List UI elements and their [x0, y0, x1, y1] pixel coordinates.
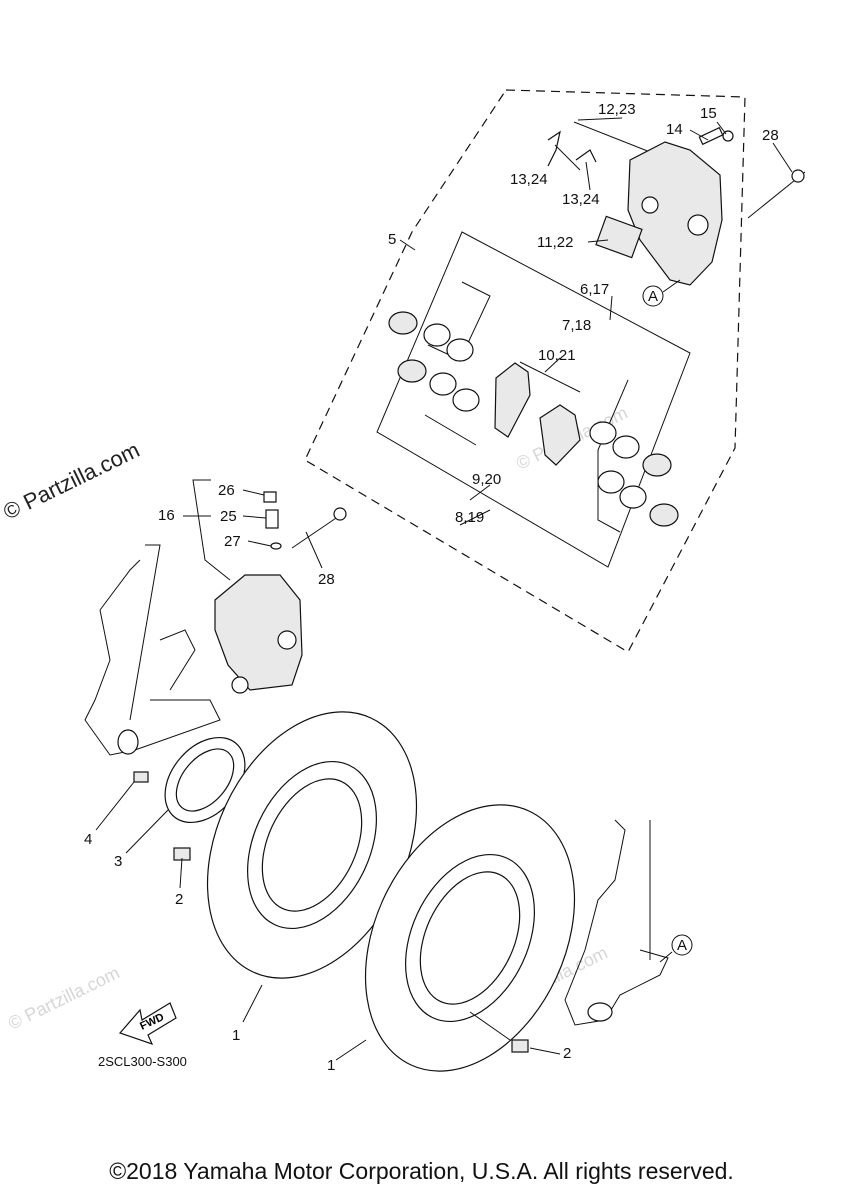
brake-disc-right: [364, 804, 576, 1072]
ref-marker-a-upper: A: [642, 279, 681, 307]
piston-group-left: [388, 311, 480, 412]
bolts: [133, 771, 529, 1053]
copyright-footer: ©2018 Yamaha Motor Corporation, U.S.A. A…: [109, 1158, 734, 1184]
diagram-code: 2SCL300-S300: [98, 1054, 187, 1069]
callout-14: 14: [666, 121, 683, 138]
callout-2-left: 2: [175, 891, 183, 908]
callout-11-22: 11,22: [537, 234, 573, 251]
ref-marker-a-lower: A: [659, 934, 693, 963]
seal-kit-box: [376, 231, 691, 568]
callout-25: 25: [220, 508, 237, 525]
callout-4: 4: [84, 831, 92, 848]
brake-pads: [494, 362, 581, 466]
fwd-arrow-icon: FWD: [118, 1002, 177, 1046]
callout-26: 26: [218, 482, 235, 499]
callout-5: 5: [388, 231, 396, 248]
callout-9-20: 9,20: [472, 471, 501, 488]
bracket-6-17: [427, 281, 491, 361]
sensor-rotor: [164, 736, 246, 824]
fork-left: [84, 544, 221, 756]
bracket-pad: [519, 361, 581, 393]
watermark-main: © Partzilla.com: [0, 437, 143, 524]
fork-right: [564, 819, 669, 1026]
callout-16: 16: [158, 507, 175, 524]
leader-lines: [95, 117, 793, 1061]
callout-6-17: 6,17: [580, 281, 609, 298]
svg-text:A: A: [677, 937, 687, 954]
callout-1-right: 1: [327, 1057, 335, 1074]
callout-13-24-a: 13,24: [510, 171, 548, 188]
bracket-8-19: [424, 414, 477, 446]
callout-28-lower: 28: [318, 571, 335, 588]
callout-labels: 12,23 15 14 28 13,24 13,24 5 11,22 6,17 …: [84, 101, 779, 1074]
caliper-upper: [547, 121, 806, 286]
callout-12-23: 12,23: [598, 101, 636, 118]
callout-1-left: 1: [232, 1027, 240, 1044]
svg-text:A: A: [648, 288, 658, 305]
callout-7-18: 7,18: [562, 317, 591, 334]
callout-2-right: 2: [563, 1045, 571, 1062]
callout-27: 27: [224, 533, 241, 550]
callout-28-upper: 28: [762, 127, 779, 144]
callout-8-19: 8,19: [455, 509, 484, 526]
callout-13-24-b: 13,24: [562, 191, 600, 208]
caliper-lower: [214, 491, 347, 694]
brake-disc-left: [206, 711, 418, 979]
callout-3: 3: [114, 853, 122, 870]
callout-10-21: 10,21: [538, 347, 576, 364]
callout-15: 15: [700, 105, 717, 122]
brake-caliper-diagram: © Partzilla.com © Partzilla.com © Partzi…: [0, 89, 806, 1074]
watermark-faint-1: © Partzilla.com: [5, 962, 123, 1033]
kit-dashed-boundary: [304, 89, 746, 653]
piston-group-right: [589, 421, 679, 527]
